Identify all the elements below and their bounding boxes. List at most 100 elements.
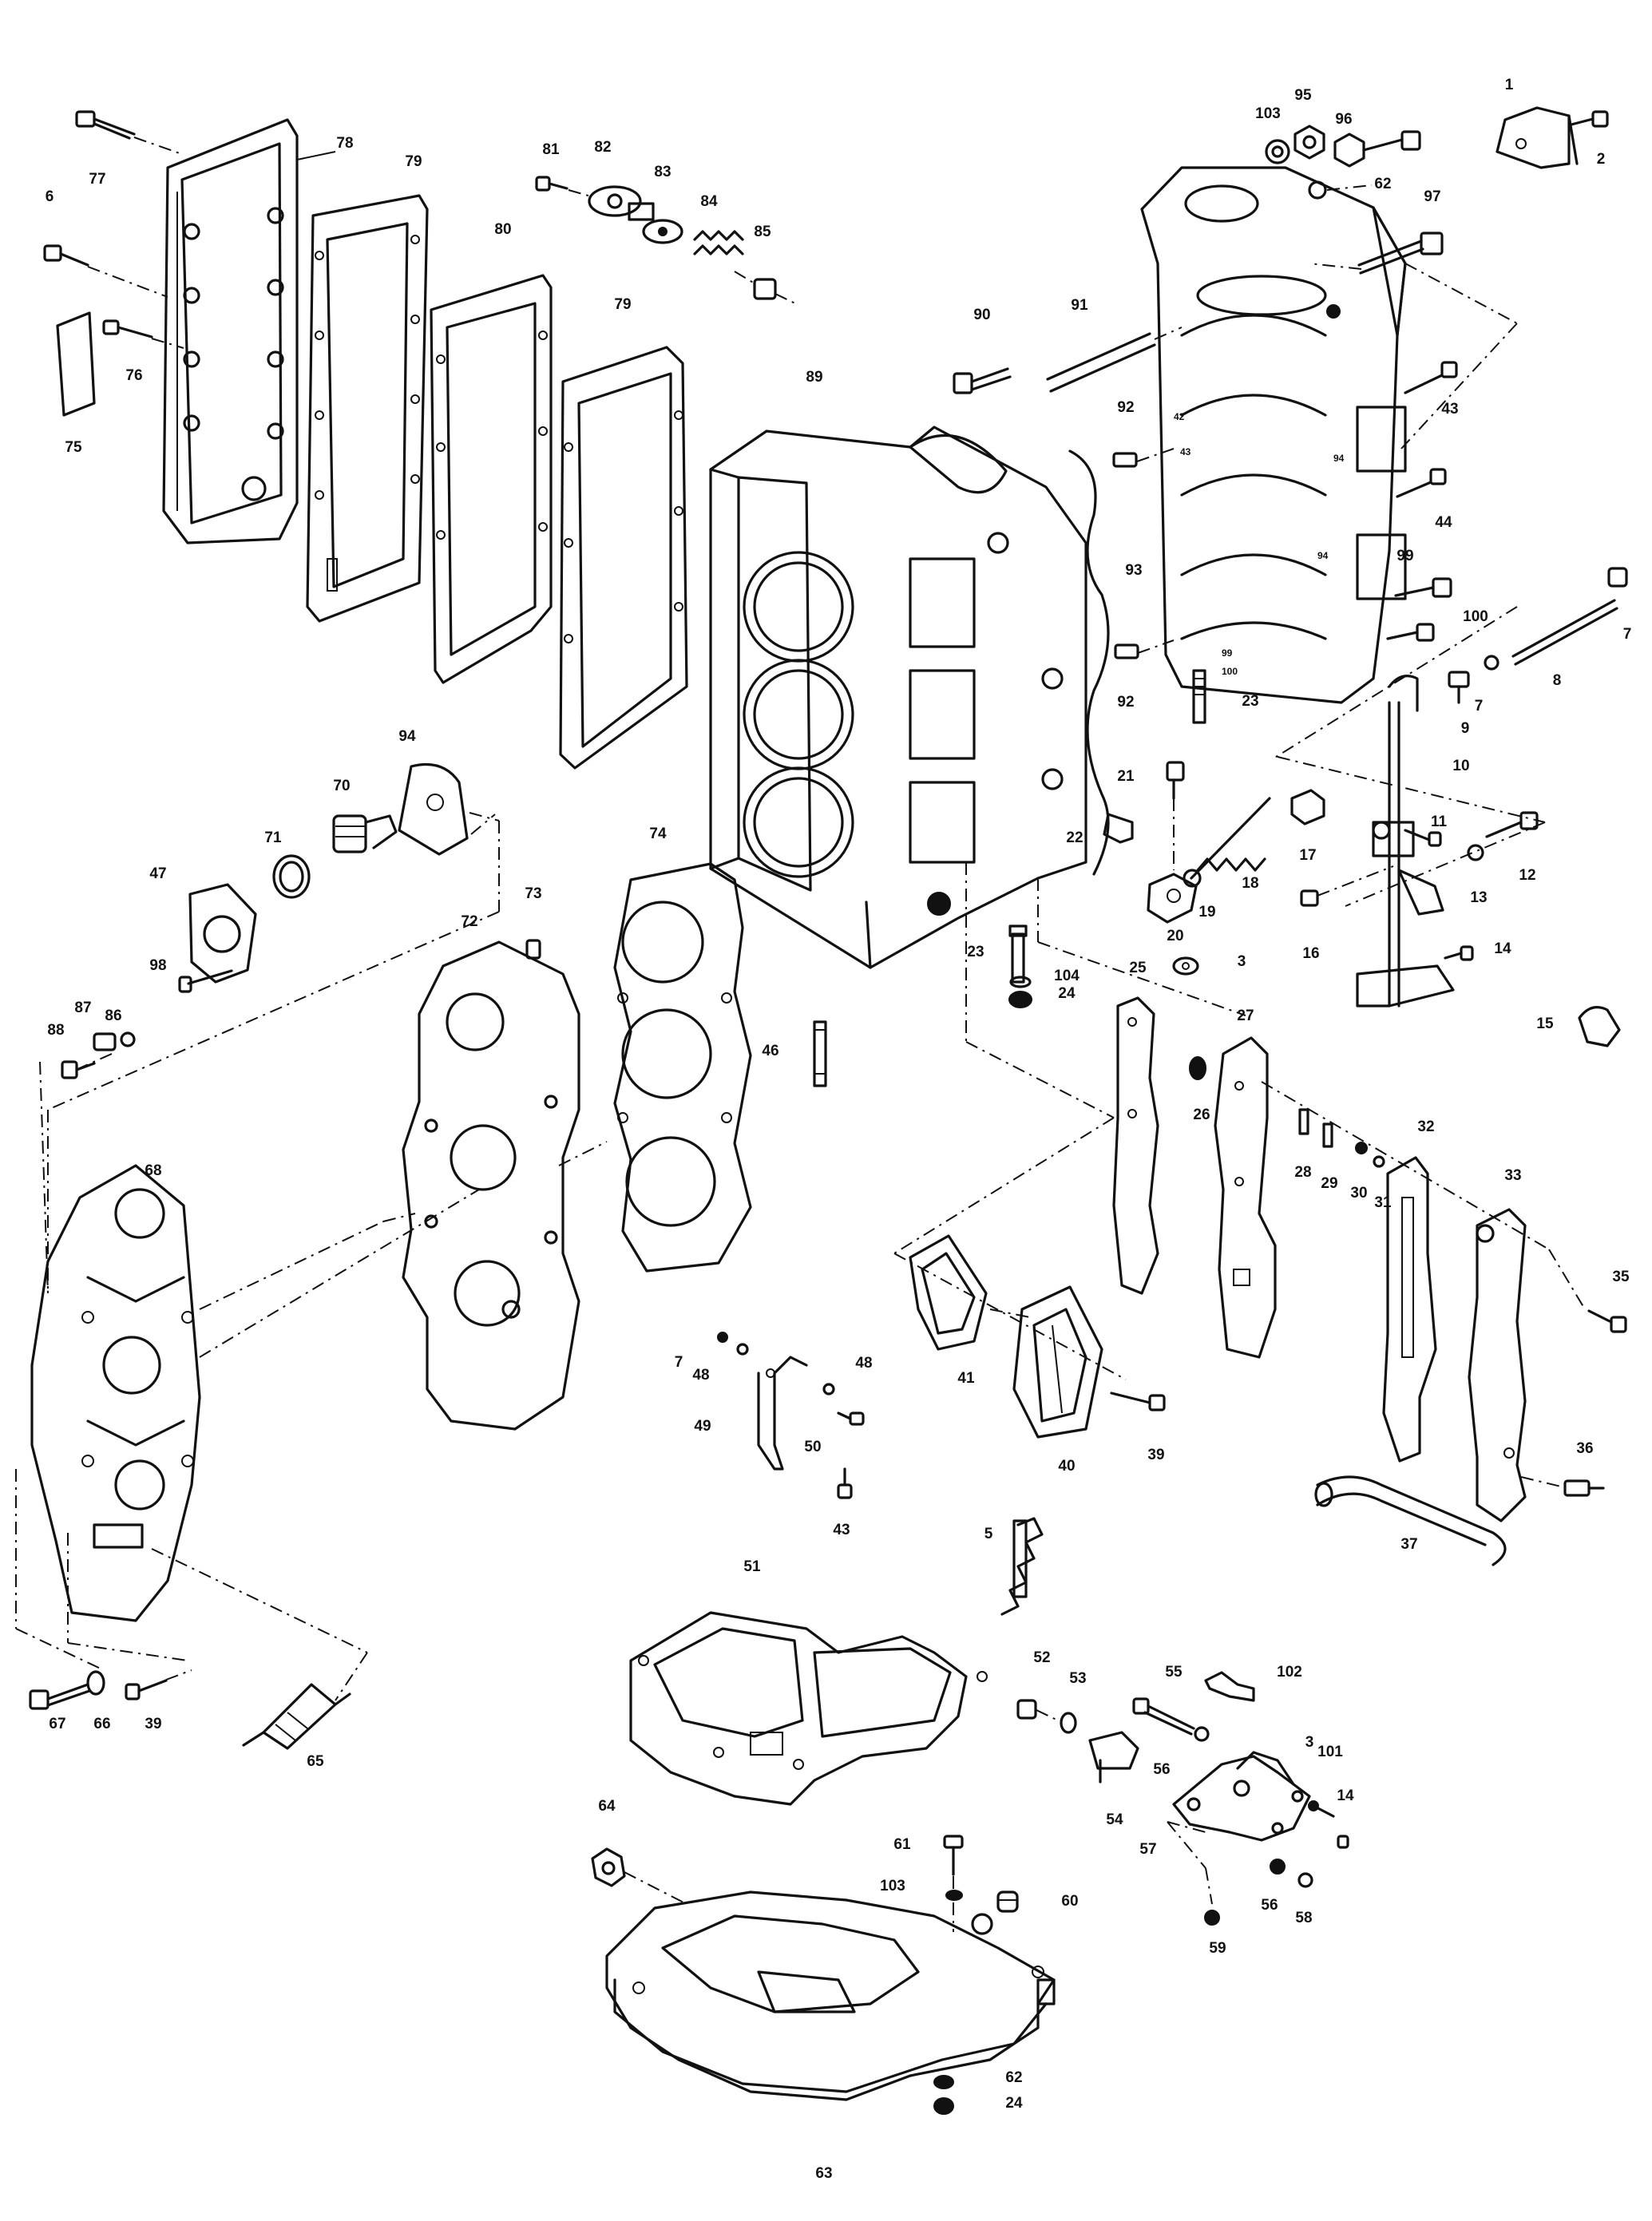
- callout-24: 24: [1058, 985, 1076, 1002]
- callout-103: 103: [1255, 105, 1281, 122]
- spring-84: [693, 230, 744, 255]
- callout-3: 3: [1305, 1734, 1314, 1751]
- callout-23: 23: [967, 944, 984, 960]
- screw-2: [1570, 110, 1609, 128]
- callout-50: 50: [804, 1439, 821, 1455]
- nut-86: [120, 1031, 136, 1047]
- callout-41: 41: [957, 1370, 975, 1387]
- svg-text:43: 43: [1180, 446, 1191, 457]
- callout-15: 15: [1536, 1015, 1554, 1032]
- callout-96: 96: [1335, 111, 1352, 128]
- callout-25: 25: [1129, 960, 1147, 976]
- bracket-1: [1496, 106, 1579, 169]
- bolt-12: [1485, 811, 1539, 838]
- callout-90: 90: [973, 307, 990, 323]
- pin-29: [1322, 1122, 1333, 1148]
- washer-3: [1172, 956, 1199, 976]
- callout-64: 64: [598, 1798, 616, 1815]
- gasket-79a: [306, 194, 429, 623]
- callout-39: 39: [1147, 1447, 1164, 1463]
- washer-48b: [822, 1383, 835, 1396]
- callout-74: 74: [649, 825, 667, 842]
- callout-56: 56: [1261, 1897, 1278, 1914]
- callout-35: 35: [1612, 1269, 1630, 1285]
- cover-47: [188, 883, 257, 984]
- leader-crankcase-right: [1273, 263, 1518, 759]
- nut-13: [1467, 844, 1484, 861]
- callout-33: 33: [1504, 1167, 1521, 1184]
- screw-21: [1166, 761, 1185, 870]
- plug-64: [591, 1847, 687, 1905]
- bolt-97: [1309, 232, 1444, 275]
- callout-11: 11: [1431, 814, 1448, 830]
- shaft-10: [1356, 675, 1455, 1008]
- callout-43: 43: [833, 1522, 850, 1538]
- bushing-16: [1300, 865, 1394, 907]
- bolt-98: [178, 969, 233, 993]
- callout-14: 14: [1494, 940, 1511, 957]
- callout-55: 55: [1165, 1664, 1183, 1681]
- callout-54: 54: [1106, 1811, 1123, 1828]
- screw-31: [1373, 1155, 1385, 1168]
- callout-82: 82: [594, 139, 611, 156]
- callout-85: 85: [754, 224, 771, 240]
- leader-left-lower: [15, 1053, 480, 1701]
- leader-linkage: [1277, 756, 1546, 907]
- bushing-60: [996, 1890, 1019, 1913]
- callout-62: 62: [1374, 176, 1391, 192]
- fitting-87: [93, 1032, 117, 1051]
- plate-75: [56, 311, 96, 417]
- callout-6: 6: [46, 188, 54, 205]
- plug-26: [1189, 1056, 1206, 1080]
- callout-40: 40: [1058, 1458, 1075, 1475]
- bolt-90: [953, 367, 1012, 394]
- callout-32: 32: [1417, 1118, 1434, 1135]
- callout-9: 9: [1461, 720, 1470, 737]
- bolt-43b: [837, 1467, 853, 1499]
- check-valve-85: [734, 271, 799, 306]
- screw-50: [837, 1411, 865, 1426]
- nut-19: [1183, 869, 1202, 888]
- callout-61: 61: [893, 1836, 911, 1853]
- callout-39: 39: [145, 1716, 161, 1732]
- bolt-61: [943, 1835, 964, 1932]
- plug-73: [525, 939, 541, 960]
- stud-23-upper: [1192, 669, 1206, 724]
- callout-7: 7: [675, 1354, 683, 1371]
- cap-15: [1578, 1006, 1621, 1047]
- callout-62: 62: [1005, 2069, 1022, 2086]
- washer-66: [86, 1670, 105, 1696]
- callout-102: 102: [1277, 1664, 1302, 1681]
- dowel-92b: [1114, 639, 1175, 659]
- seal-93: [1068, 449, 1110, 876]
- leader-head: [382, 1141, 608, 1222]
- svg-text:42: 42: [1174, 411, 1185, 422]
- washer-103-lower: [945, 1890, 963, 1901]
- callout-83: 83: [654, 164, 671, 180]
- o-ring-71: [272, 854, 311, 899]
- bolt-55: [1132, 1697, 1210, 1742]
- nut-95: [1293, 125, 1325, 160]
- gasket-79b: [559, 346, 688, 770]
- callout-48: 48: [692, 1367, 709, 1384]
- bolt-44: [1396, 468, 1447, 498]
- cylinder-head-72: [402, 940, 580, 1431]
- pin-28: [1298, 1108, 1309, 1135]
- head-gasket-74: [613, 862, 752, 1273]
- callout-84: 84: [700, 193, 718, 210]
- callout-49: 49: [694, 1418, 711, 1435]
- callout-47: 47: [149, 865, 166, 882]
- cylinder-head-cover-78: [162, 118, 336, 544]
- reed-block-40: [1012, 1285, 1103, 1439]
- callout-19: 19: [1198, 904, 1215, 920]
- leader-left-middle: [47, 812, 500, 1293]
- callout-23: 23: [1242, 693, 1258, 710]
- rod-8: [1511, 567, 1628, 666]
- svg-text:94: 94: [1333, 453, 1345, 464]
- callout-10: 10: [1452, 758, 1469, 774]
- callout-101: 101: [1317, 1744, 1343, 1760]
- callout-93: 93: [1125, 562, 1142, 579]
- callout-28: 28: [1294, 1164, 1311, 1181]
- hose-37: [1314, 1475, 1507, 1566]
